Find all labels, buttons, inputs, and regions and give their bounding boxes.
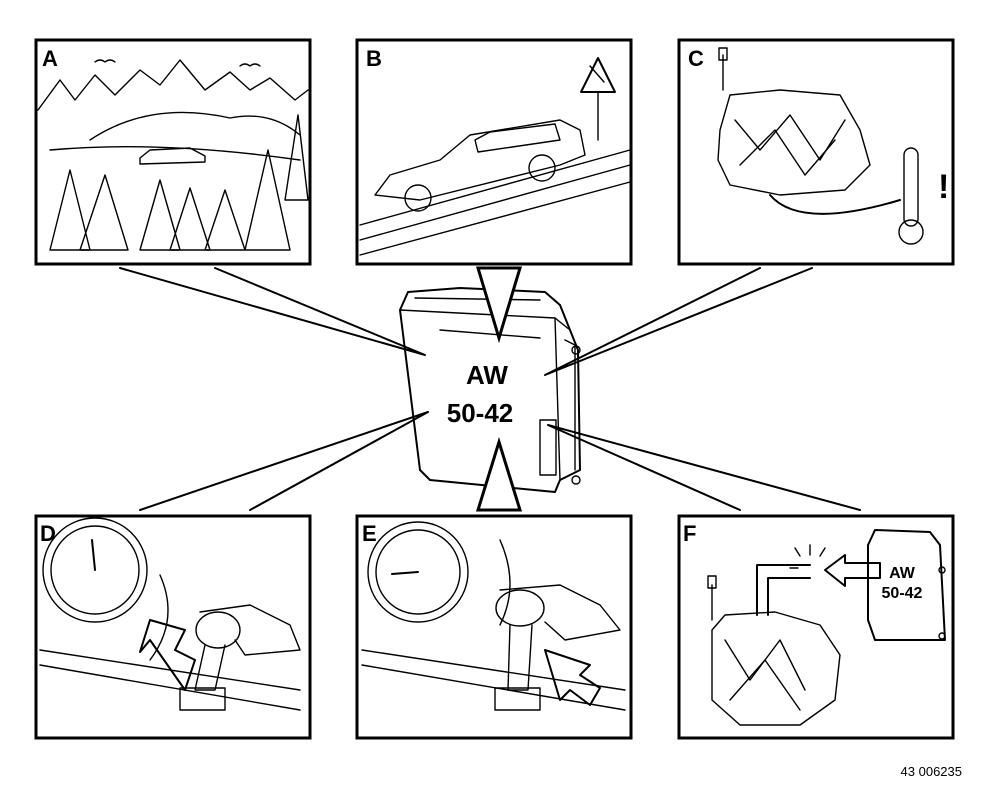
panel-e: E [357, 516, 631, 738]
connector-f [548, 425, 860, 510]
panel-c-letter: C [688, 46, 704, 71]
panel-d: D [36, 516, 310, 738]
warning-exclamation: ! [938, 168, 949, 206]
panel-c: C ! [679, 40, 953, 264]
small-ecu-label-line2: 50-42 [882, 585, 923, 602]
figure-code: 43 006235 [901, 764, 962, 779]
connector-d [140, 412, 428, 510]
panel-b-letter: B [366, 46, 382, 71]
ecu-label-line1: AW [466, 360, 508, 390]
panel-e-letter: E [362, 521, 377, 546]
panel-a: A [36, 40, 310, 264]
arrow-up-triangle [478, 442, 520, 510]
connector-a [120, 268, 425, 355]
small-ecu-label-line1: AW [889, 565, 916, 582]
arrow-down-triangle [478, 268, 520, 338]
panel-f: F AW 50-42 [679, 516, 953, 738]
panel-f-letter: F [683, 521, 696, 546]
ecu-module: AW 50-42 [400, 288, 580, 492]
ecu-label-line2: 50-42 [447, 398, 514, 428]
connector-c [545, 268, 812, 375]
panel-a-letter: A [42, 46, 58, 71]
panel-b: B [357, 40, 631, 264]
panel-d-letter: D [40, 521, 56, 546]
